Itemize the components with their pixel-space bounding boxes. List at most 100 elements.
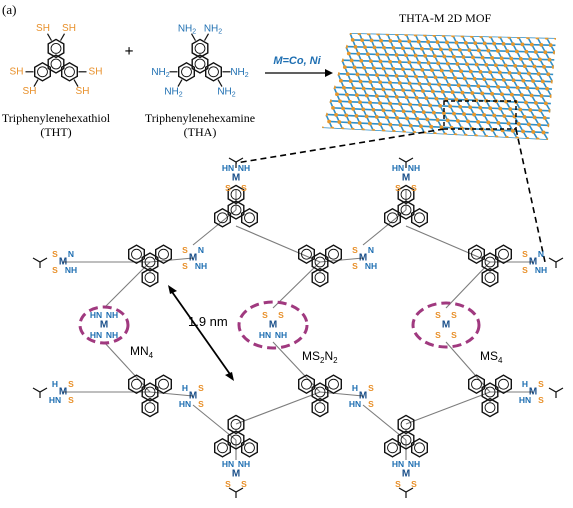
- mof-node: [350, 38, 355, 42]
- mof-node: [468, 69, 473, 74]
- mof-node: [368, 59, 373, 63]
- mof-node: [413, 53, 418, 58]
- linker-outer-ring: [128, 374, 145, 395]
- terminal-fragment: [548, 387, 564, 398]
- mof-node: [531, 79, 535, 83]
- amine-group: HN: [179, 399, 191, 409]
- mof-bond: [555, 103, 556, 112]
- mof-bond: [413, 132, 419, 140]
- linker-outer-ring-aromatic: [400, 419, 412, 430]
- mof-bond: [434, 133, 440, 140]
- mof-node: [492, 77, 496, 82]
- mof-node: [381, 66, 386, 71]
- distance-arrowhead-bottom: [225, 372, 234, 381]
- mof-node: [378, 59, 383, 64]
- mof-node: [408, 102, 413, 107]
- mof-node: [327, 119, 332, 124]
- tha-outer-ring-2: [205, 61, 222, 82]
- mof-node: [378, 122, 383, 126]
- mof-node: [374, 115, 379, 119]
- mof-node: [381, 87, 386, 92]
- mof-node: [497, 70, 502, 75]
- mof-node: [398, 102, 402, 106]
- mof-node: [558, 44, 562, 48]
- tht-group-label: SH: [36, 23, 50, 34]
- linker-outer-ring-aromatic: [158, 248, 169, 260]
- mof-bond: [526, 138, 533, 140]
- mof-node: [472, 112, 477, 117]
- mof-node: [432, 54, 437, 59]
- mof-node: [332, 85, 336, 90]
- metal-atom: M: [100, 320, 108, 331]
- ms4-main-text: MS: [480, 349, 498, 363]
- linker-bond: [235, 391, 321, 425]
- mof-node: [401, 109, 406, 114]
- terminal-fragment: [548, 257, 564, 268]
- mof-node: [555, 87, 556, 92]
- linker-outer-ring: [325, 244, 342, 265]
- sulfur-atom: S: [241, 479, 247, 489]
- mof-node: [539, 43, 544, 47]
- mof-node: [439, 47, 443, 52]
- mof-node: [341, 85, 346, 90]
- mof-node: [505, 85, 510, 90]
- amine-group: NH: [106, 330, 118, 340]
- mof-2d-sheet: [322, 33, 562, 140]
- mof-node: [358, 79, 363, 84]
- amine-group: NH: [535, 265, 547, 275]
- mof-bond: [558, 75, 562, 82]
- amine-group: NH: [65, 265, 77, 275]
- mof-node: [413, 33, 418, 37]
- linker-outer-ring: [384, 437, 401, 458]
- mof-node: [330, 126, 335, 131]
- mof-node: [543, 50, 548, 55]
- tha-outer-ring-2-aromatic: [208, 66, 219, 78]
- mof-node: [427, 82, 432, 87]
- mof-node: [552, 116, 556, 121]
- linker-outer-ring: [128, 244, 145, 265]
- mof-node: [411, 109, 416, 114]
- mof-node: [535, 86, 540, 91]
- amine-group: HN: [392, 459, 404, 469]
- mof-node: [538, 108, 543, 113]
- mof-node: [371, 87, 376, 91]
- mof-node: [460, 90, 465, 95]
- mof-node: [465, 62, 470, 67]
- mof-node: [341, 106, 346, 111]
- mof-node: [452, 54, 456, 59]
- mof-node: [556, 73, 560, 77]
- amine-group: N: [538, 249, 544, 259]
- mof-node: [462, 112, 466, 116]
- mof-node: [548, 108, 553, 113]
- mof-node: [372, 66, 376, 71]
- mof-node: [551, 131, 556, 135]
- mof-node: [490, 56, 495, 60]
- linker-outer-ring: [311, 267, 329, 288]
- mof-node: [378, 80, 383, 85]
- linker-bond: [319, 391, 364, 397]
- mof-node: [397, 60, 402, 64]
- mof-node: [539, 93, 544, 98]
- mof-node: [490, 91, 495, 96]
- mof-node: [429, 47, 434, 51]
- mof-node: [424, 96, 429, 101]
- mof-node: [384, 94, 389, 99]
- mof-node: [350, 127, 355, 132]
- mof-node: [472, 76, 477, 81]
- mof-bond: [553, 132, 556, 135]
- mof-node: [458, 47, 462, 52]
- mof-node: [438, 103, 443, 108]
- linker-bond: [445, 341, 491, 393]
- mof-node: [519, 93, 524, 97]
- mof-node: [496, 84, 500, 89]
- mof-node: [551, 65, 556, 70]
- mof-bond: [554, 52, 556, 61]
- amine-group: HN: [90, 310, 102, 320]
- mof-node: [404, 33, 409, 37]
- mof-node: [360, 38, 365, 43]
- mof-node: [388, 39, 393, 43]
- plus-sign: +: [124, 43, 133, 60]
- mof-node: [344, 113, 349, 118]
